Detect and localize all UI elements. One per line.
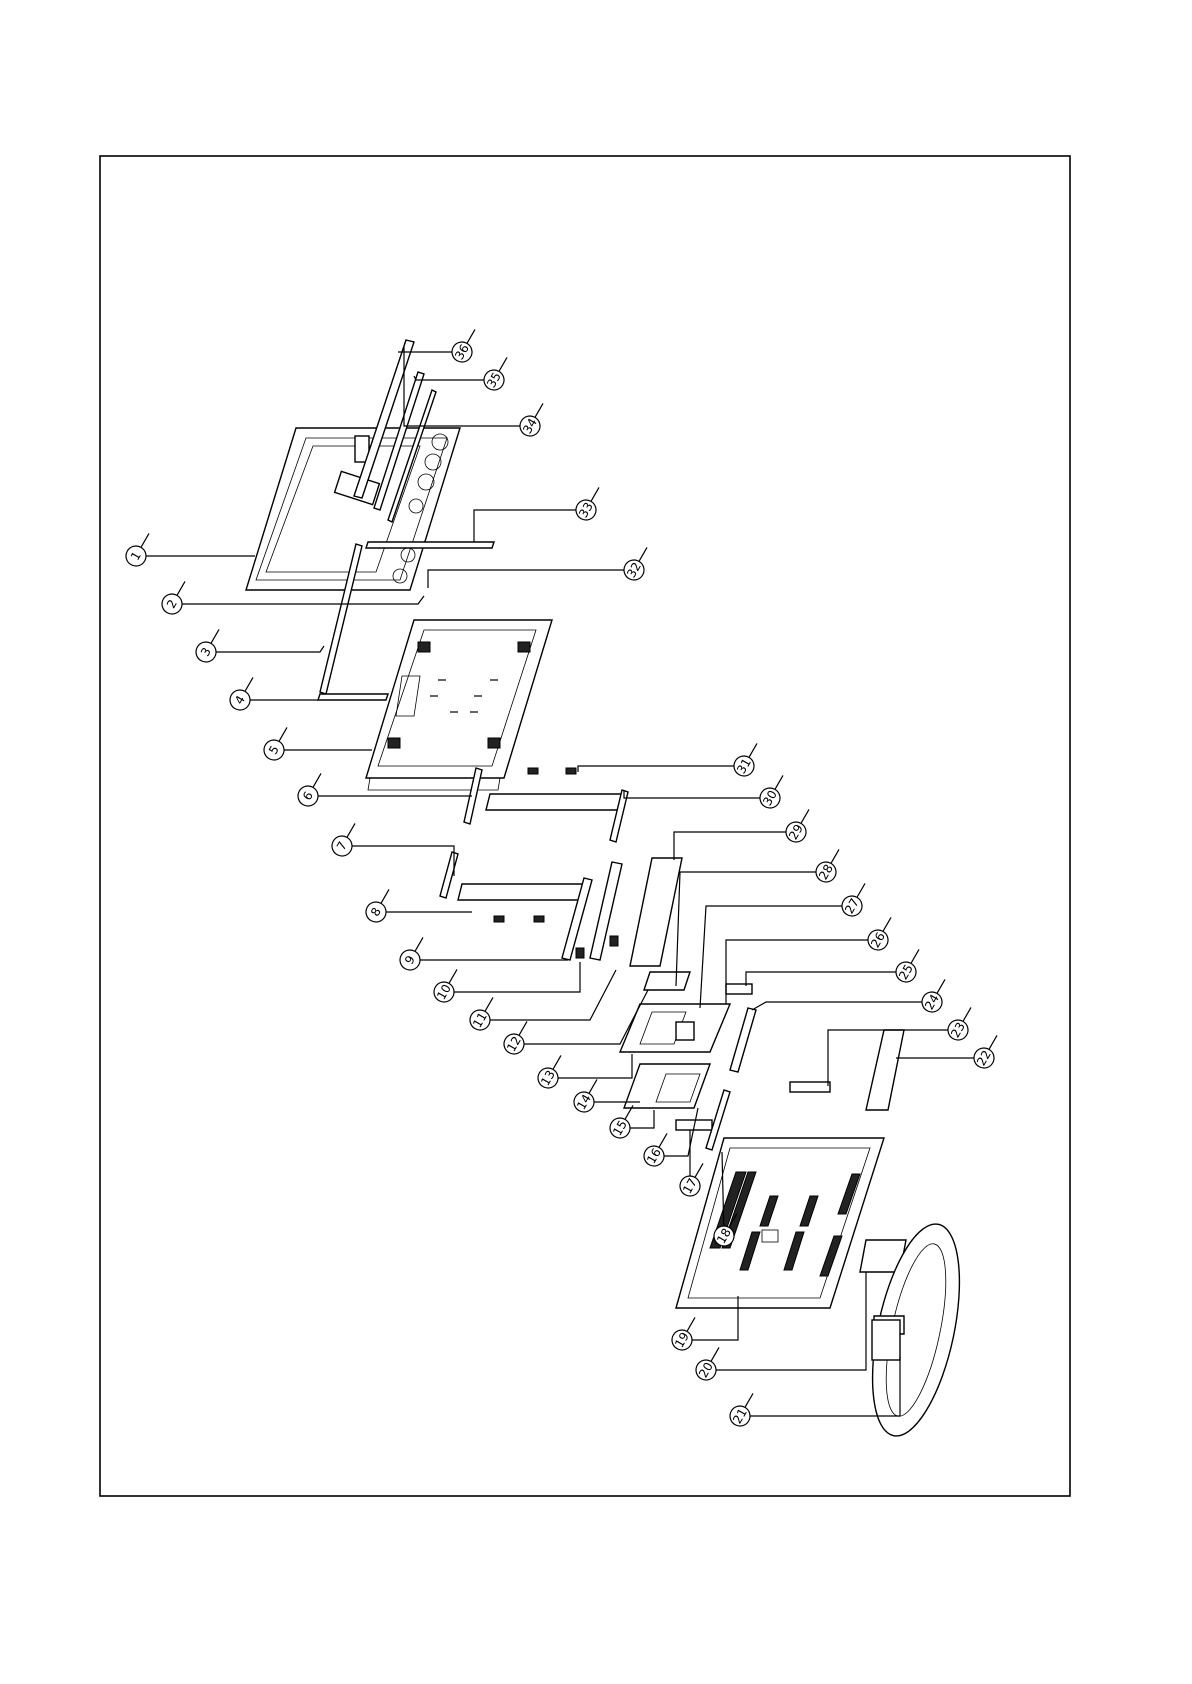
part-7-bracket: [440, 852, 458, 898]
callout-tail: [989, 1035, 997, 1049]
callout-31: 31: [730, 738, 765, 779]
part-4-strip: [318, 694, 388, 700]
callout-tail: [415, 937, 423, 951]
part-33-bar: [366, 542, 494, 548]
callout-tail: [313, 773, 321, 787]
callout-5: 5: [260, 722, 295, 763]
part-24-strip: [730, 1008, 756, 1072]
callout-tail: [449, 969, 457, 983]
callout-16: 16: [640, 1128, 675, 1169]
callout-11: 11: [466, 992, 501, 1033]
part-22-box: [866, 1030, 904, 1110]
callout-1: 1: [122, 528, 157, 569]
callout-23: 23: [944, 1002, 979, 1043]
callout-6: 6: [294, 768, 329, 809]
part-back-panel: [366, 620, 552, 790]
callout-tail: [467, 329, 475, 343]
callout-tail: [499, 357, 507, 371]
callout-tail: [831, 849, 839, 863]
callout-14: 14: [570, 1074, 605, 1115]
part-25-connector: [726, 984, 752, 994]
callout-tail: [711, 1347, 719, 1361]
callout-8: 8: [362, 884, 397, 925]
callout-tail: [141, 533, 149, 547]
callout-25: 25: [892, 944, 927, 985]
callout-tail: [519, 1021, 527, 1035]
callout-9: 9: [396, 932, 431, 973]
callout-35: 35: [480, 352, 515, 393]
callout-tail: [591, 487, 599, 501]
callout-21: 21: [726, 1388, 761, 1429]
part-23-board: [790, 1082, 830, 1092]
callout-tail: [749, 743, 757, 757]
part-29-plate: [630, 858, 682, 966]
callout-tail: [659, 1133, 667, 1147]
callout-tail: [535, 403, 543, 417]
callout-tail: [639, 547, 647, 561]
callout-10: 10: [430, 964, 465, 1005]
part-30-bracket: [486, 790, 628, 842]
callout-tail: [177, 581, 185, 595]
callout-28: 28: [812, 844, 847, 885]
callout-33: 33: [572, 482, 607, 523]
callout-tail: [745, 1393, 753, 1407]
callout-24: 24: [918, 974, 953, 1015]
callout-tail: [687, 1317, 695, 1331]
callout-19: 19: [668, 1312, 703, 1353]
callout-tail: [211, 629, 219, 643]
part-8-bracket: [458, 884, 588, 922]
part-31-clips: [528, 768, 576, 774]
callout-tail: [775, 775, 783, 789]
callout-29: 29: [782, 804, 817, 845]
callout-tail: [279, 727, 287, 741]
callout-tail: [857, 883, 865, 897]
callout-3: 3: [192, 624, 227, 665]
part-12-board: [644, 972, 690, 990]
callout-tail: [801, 809, 809, 823]
callout-32: 32: [620, 542, 655, 583]
callout-36: 36: [448, 324, 483, 365]
callout-tail: [883, 917, 891, 931]
callout-17: 17: [676, 1158, 711, 1199]
callout-2: 2: [158, 576, 193, 617]
callout-27: 27: [838, 878, 873, 919]
callout-tail: [381, 889, 389, 903]
callout-30: 30: [756, 770, 791, 811]
callout-tail: [911, 949, 919, 963]
callout-tail: [553, 1055, 561, 1069]
callout-12: 12: [500, 1016, 535, 1057]
callout-13: 13: [534, 1050, 569, 1091]
callout-tail: [485, 997, 493, 1011]
callout-tail: [589, 1079, 597, 1093]
callout-20: 20: [692, 1342, 727, 1383]
callout-22: 22: [970, 1030, 1005, 1071]
callout-tail: [347, 823, 355, 837]
callout-tail: [695, 1163, 703, 1177]
callout-tail: [937, 979, 945, 993]
callout-tail: [245, 677, 253, 691]
part-rear-cover: [676, 1138, 884, 1308]
callout-4: 4: [226, 672, 261, 713]
leader-lines: [142, 346, 978, 1416]
callout-7: 7: [328, 818, 363, 859]
callout-26: 26: [864, 912, 899, 953]
callout-tail: [963, 1007, 971, 1021]
callout-34: 34: [516, 398, 551, 439]
